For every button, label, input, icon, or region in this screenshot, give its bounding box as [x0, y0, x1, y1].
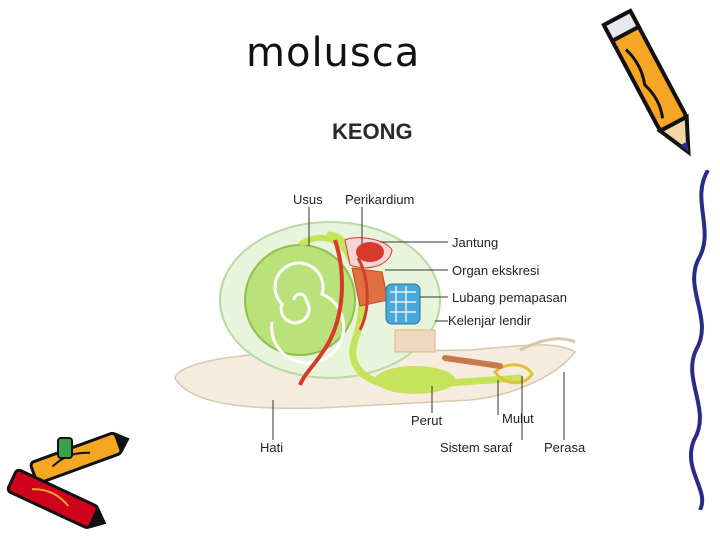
label-hati: Hati	[260, 440, 284, 455]
snail-anatomy-diagram	[174, 207, 577, 440]
label-sistem-saraf: Sistem saraf	[440, 440, 513, 455]
label-usus: Usus	[293, 192, 323, 207]
label-organ-ekskresi: Organ ekskresi	[452, 263, 540, 278]
mucus-gland	[394, 329, 436, 353]
diagram-title: KEONG	[332, 119, 413, 144]
label-perasa: Perasa	[544, 440, 586, 455]
heart	[356, 242, 384, 262]
label-perut: Perut	[411, 413, 443, 428]
crayons-icon	[6, 431, 130, 529]
wavy-line-decoration	[688, 170, 710, 510]
label-jantung: Jantung	[452, 235, 499, 250]
label-kelenjar-lendir: Kelenjar lendir	[448, 313, 532, 328]
label-mulut: Mulut	[502, 411, 534, 426]
leader-lines	[272, 207, 565, 440]
pencil-icon	[601, 8, 691, 157]
label-lubang-pemapasan: Lubang pemapasan	[452, 290, 567, 305]
gill	[385, 283, 421, 325]
nerve-ring	[493, 363, 534, 385]
tentacle	[519, 337, 576, 352]
blood-vessel	[298, 239, 344, 386]
mouth-region	[442, 355, 503, 369]
label-perikardium: Perikardium	[345, 192, 415, 207]
slide-title: molusca	[246, 30, 421, 76]
shell-spiral	[270, 261, 346, 365]
stomach	[375, 366, 455, 394]
